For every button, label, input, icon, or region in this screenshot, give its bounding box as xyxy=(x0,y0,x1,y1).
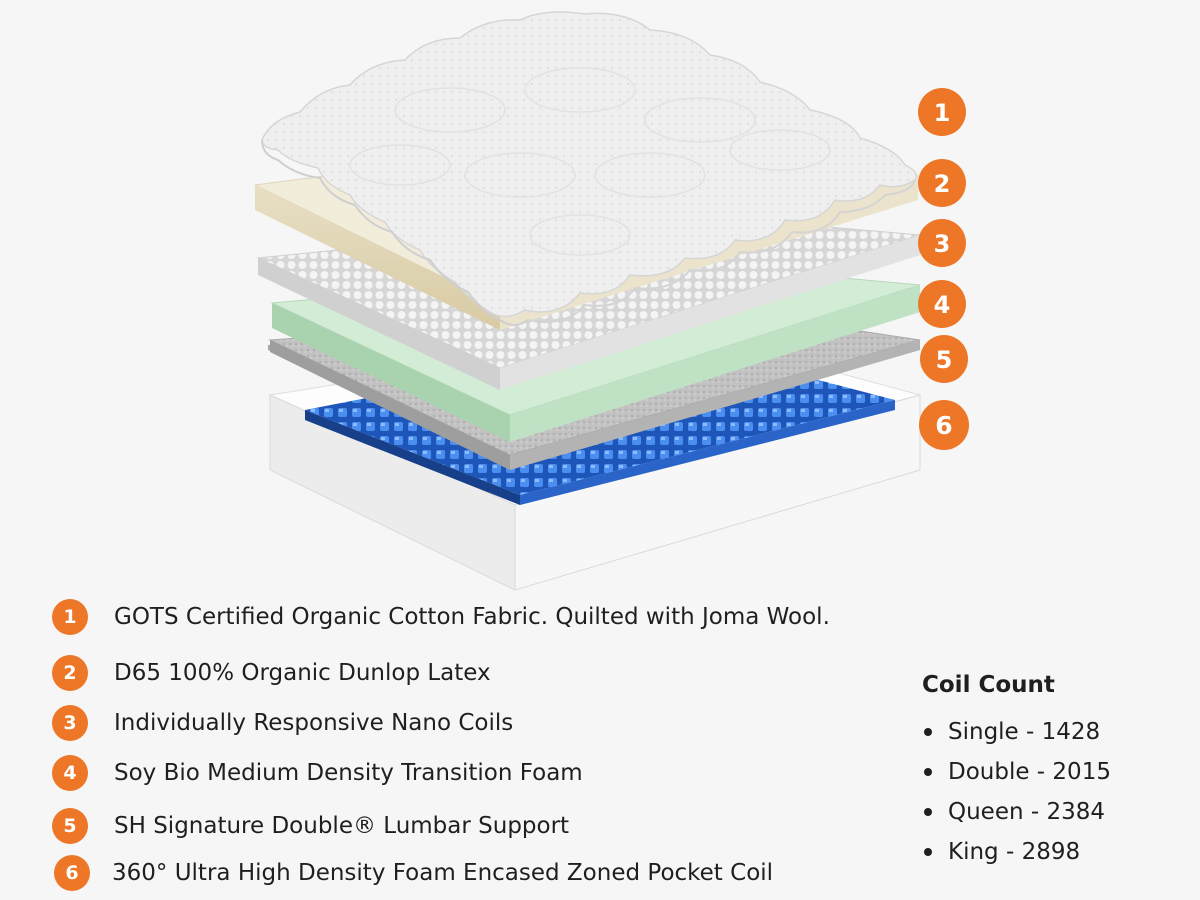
legend-label-1: GOTS Certified Organic Cotton Fabric. Qu… xyxy=(114,604,830,630)
svg-text:1: 1 xyxy=(934,99,951,127)
callout-3: 3 xyxy=(918,219,966,267)
legend-badge-5: 5 xyxy=(52,808,88,844)
legend-badge-6: 6 xyxy=(54,855,90,891)
bullet-icon xyxy=(924,768,932,776)
coil-count-value: Double - 2015 xyxy=(948,759,1111,785)
legend-label-3: Individually Responsive Nano Coils xyxy=(114,710,514,736)
coil-count-value: King - 2898 xyxy=(948,839,1081,865)
callout-1: 1 xyxy=(918,88,966,136)
legend-label-2: D65 100% Organic Dunlop Latex xyxy=(114,660,491,686)
svg-text:3: 3 xyxy=(934,230,951,258)
svg-text:5: 5 xyxy=(936,346,953,374)
coil-count-title: Coil Count xyxy=(922,672,1055,698)
legend-badge-3: 3 xyxy=(52,705,88,741)
coil-count-value: Single - 1428 xyxy=(948,719,1101,745)
bullet-icon xyxy=(924,848,932,856)
callout-6: 6 xyxy=(919,400,969,450)
bullet-icon xyxy=(924,808,932,816)
bullet-icon xyxy=(924,728,932,736)
svg-text:2: 2 xyxy=(934,170,951,198)
legend-badge-1: 1 xyxy=(52,599,88,635)
coil-count-item-double: Double - 2015 xyxy=(920,752,1180,792)
callout-5: 5 xyxy=(920,335,968,383)
coil-count-value: Queen - 2384 xyxy=(948,799,1106,825)
coil-count-item-queen: Queen - 2384 xyxy=(920,792,1180,832)
coil-count-item-king: King - 2898 xyxy=(920,832,1180,872)
legend-item-5: 5 SH Signature Double® Lumbar Support xyxy=(52,806,569,846)
legend-badge-2: 2 xyxy=(52,655,88,691)
legend-item-2: 2 D65 100% Organic Dunlop Latex xyxy=(52,653,491,693)
legend-label-4: Soy Bio Medium Density Transition Foam xyxy=(114,760,583,786)
legend-item-3: 3 Individually Responsive Nano Coils xyxy=(52,703,513,743)
coil-count-panel: Coil Count Single - 1428 Double - 2015 Q… xyxy=(920,672,1180,872)
legend-badge-4: 4 xyxy=(52,755,88,791)
legend-label-5: SH Signature Double® Lumbar Support xyxy=(114,813,570,839)
legend-label-6: 360° Ultra High Density Foam Encased Zon… xyxy=(112,860,774,886)
legend-item-1: 1 GOTS Certified Organic Cotton Fabric. … xyxy=(52,597,830,637)
layer-1-quilted-cover xyxy=(261,11,917,326)
legend-item-4: 4 Soy Bio Medium Density Transition Foam xyxy=(52,753,583,793)
legend-item-6: 6 360° Ultra High Density Foam Encased Z… xyxy=(54,853,773,893)
svg-text:4: 4 xyxy=(934,291,951,319)
callout-2: 2 xyxy=(918,159,966,207)
mattress-layers-diagram: 1 2 3 4 5 6 xyxy=(253,11,969,591)
coil-count-item-single: Single - 1428 xyxy=(920,712,1180,752)
callout-4: 4 xyxy=(918,280,966,328)
coil-count-list: Single - 1428 Double - 2015 Queen - 2384… xyxy=(920,712,1180,872)
svg-text:6: 6 xyxy=(935,411,952,440)
